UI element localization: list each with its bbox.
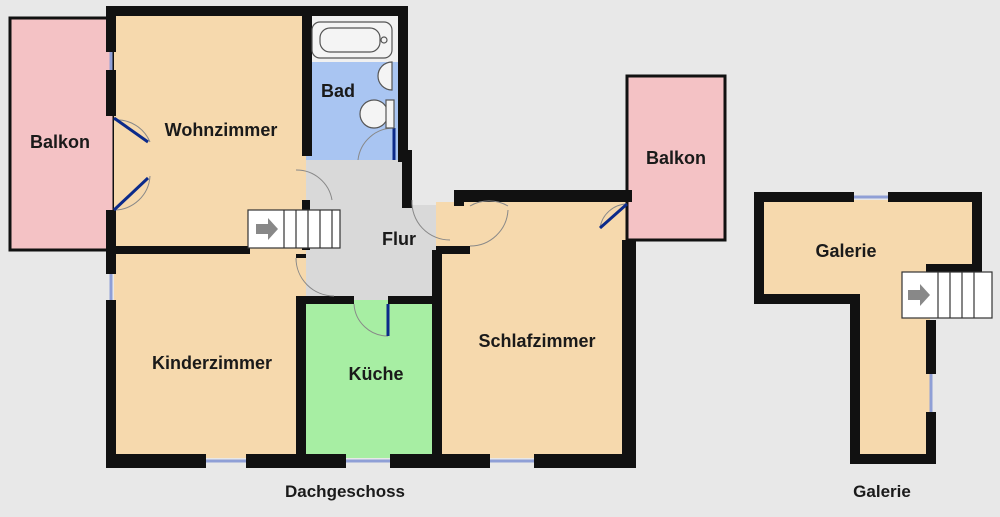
stairs-gallery-icon bbox=[901, 271, 993, 319]
label-kueche: Küche bbox=[348, 364, 403, 384]
label-wohnzimmer: Wohnzimmer bbox=[165, 120, 278, 140]
galerie-room bbox=[762, 200, 975, 460]
caption-galerie: Galerie bbox=[853, 482, 911, 501]
doors bbox=[112, 116, 628, 337]
balkon-left-room bbox=[8, 16, 116, 252]
kueche-room bbox=[306, 300, 436, 458]
label-bad: Bad bbox=[321, 81, 355, 101]
bathroom-fixtures bbox=[311, 21, 395, 129]
kinderzimmer-room bbox=[114, 250, 306, 458]
windows bbox=[109, 52, 933, 463]
walls-main bbox=[106, 6, 636, 468]
label-schlafzimmer: Schlafzimmer bbox=[478, 331, 595, 351]
toilet-icon bbox=[359, 99, 389, 129]
sink-icon bbox=[377, 61, 393, 91]
schlafzimmer-room bbox=[436, 202, 630, 458]
label-balkon-right: Balkon bbox=[646, 148, 706, 168]
balkon-right-room bbox=[625, 74, 727, 242]
label-galerie: Galerie bbox=[815, 241, 876, 261]
stair-arrow-icon bbox=[908, 284, 930, 306]
drain-icon bbox=[380, 36, 388, 44]
caption-dachgeschoss: Dachgeschoss bbox=[285, 482, 405, 501]
bathtub-inner-icon bbox=[319, 27, 381, 53]
toilet-tank-icon bbox=[385, 99, 395, 129]
label-kinderzimmer: Kinderzimmer bbox=[152, 353, 272, 373]
label-flur: Flur bbox=[382, 229, 416, 249]
label-balkon-left: Balkon bbox=[30, 132, 90, 152]
stair-arrow-icon bbox=[256, 218, 278, 240]
flur-room bbox=[306, 160, 470, 300]
stairs-main-icon bbox=[247, 209, 341, 249]
walls-gallery bbox=[754, 192, 982, 464]
